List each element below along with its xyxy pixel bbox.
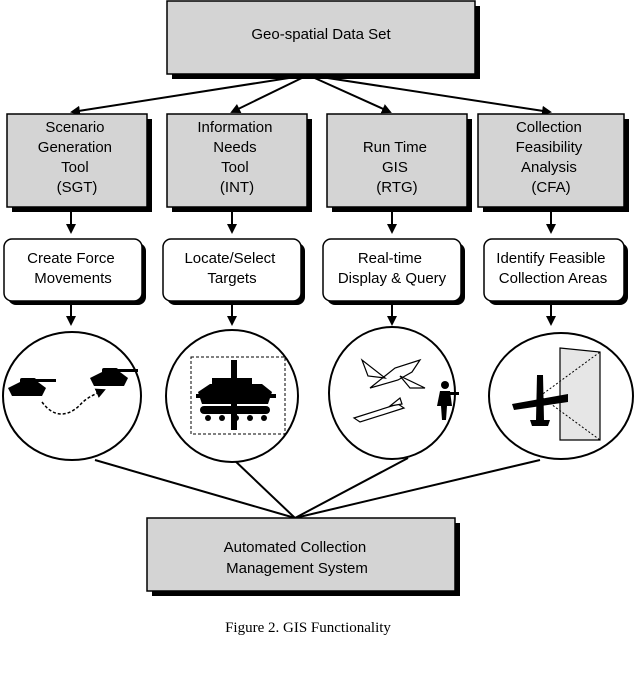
tool-rtg-line-3: (RTG) [376,179,417,196]
geo-spatial-data-set-box: Geo-spatial Data Set [166,0,480,79]
bottom-box-line-1: Automated Collection [224,539,367,556]
function-box-sgt: Create Force Movements [3,238,146,305]
tool-box-int: Information Needs Tool (INT) [166,113,312,212]
tool-box-cfa: Collection Feasibility Analysis (CFA) [477,113,629,212]
function-label-sgt: Create Force Movements [27,250,119,287]
function-int-line-2: Targets [207,270,256,287]
tool-label-int: Information Needs Tool (INT) [197,119,276,196]
tool-cfa-line-3: Analysis [521,159,577,176]
tank-movement-icon [2,331,142,461]
function-sgt-line-1: Create Force [27,250,115,267]
tool-int-line-1: Information [197,119,272,136]
function-label-rtg: Real-time Display & Query [338,250,447,287]
function-label-cfa: Identify Feasible Collection Areas [496,250,609,287]
tool-label-rtg: Run Time GIS (RTG) [363,139,431,196]
bottom-box-line-2: Management System [226,560,368,577]
tool-rtg-line-1: Run Time [363,139,427,156]
tool-label-sgt: Scenario Generation Tool (SGT) [38,119,116,196]
function-sgt-line-2: Movements [34,270,112,287]
function-label-int: Locate/Select Targets [184,250,279,287]
function-box-int: Locate/Select Targets [162,238,305,305]
tool-cfa-line-4: (CFA) [531,179,570,196]
function-int-line-1: Locate/Select [184,250,276,267]
tool-sgt-line-4: (SGT) [57,179,98,196]
function-cfa-line-2: Collection Areas [499,270,607,287]
tool-int-line-3: Tool [221,159,249,176]
tool-rtg-line-2: GIS [382,159,408,176]
tool-cfa-line-1: Collection [516,119,582,136]
arrow-to-int [230,74,309,113]
function-box-rtg: Real-time Display & Query [322,238,465,305]
aircraft-soldier-icon [328,326,459,460]
geo-spatial-data-set-label: Geo-spatial Data Set [251,26,391,43]
tool-int-line-2: Needs [213,139,256,156]
function-box-cfa: Identify Feasible Collection Areas [483,238,628,305]
function-cfa-line-1: Identify Feasible [496,250,605,267]
tool-cfa-line-2: Feasibility [516,139,583,156]
convergence-lines [94,457,541,519]
function-to-icon-arrows [66,305,556,326]
function-rtg-line-2: Display & Query [338,270,447,287]
arrow-to-rtg [307,74,392,114]
target-selection-icon [165,329,299,463]
tool-sgt-line-3: Tool [61,159,89,176]
tool-sgt-line-2: Generation [38,139,112,156]
tool-sgt-line-1: Scenario [45,119,104,136]
tool-box-rtg: Run Time GIS (RTG) [326,113,472,212]
tool-int-line-4: (INT) [220,179,254,196]
arrow-to-cfa [307,74,552,116]
tool-label-cfa: Collection Feasibility Analysis (CFA) [516,119,587,196]
bottom-box-label: Automated Collection Management System [224,539,371,577]
top-arrows [70,74,552,116]
function-rtg-line-1: Real-time [358,250,422,267]
figure-caption: Figure 2. GIS Functionality [225,620,391,636]
tool-to-function-arrows [66,212,556,234]
arrow-to-sgt [70,74,309,116]
automated-collection-management-box: Automated Collection Management System [146,517,460,596]
tool-box-sgt: Scenario Generation Tool (SGT) [6,113,152,212]
sensor-coverage-icon [488,332,634,460]
